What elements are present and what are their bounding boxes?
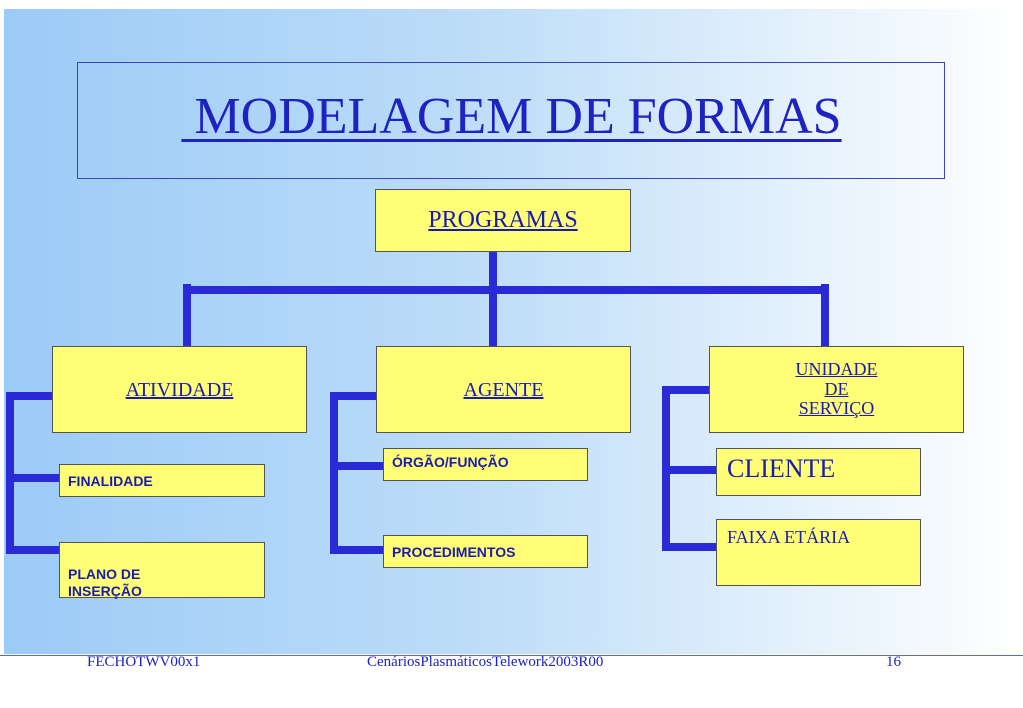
procedimentos-label: PROCEDIMENTOS	[392, 544, 516, 560]
finalidade-box: FINALIDADE	[59, 464, 265, 497]
footer-left: FECHOTWV00x1	[87, 654, 201, 670]
unidade-label-line-1: UNIDADE	[795, 358, 878, 379]
orgao-funcao-box: ÓRGÃO/FUNÇÃO	[383, 448, 588, 481]
title-frame	[77, 62, 945, 179]
connector-agente-children	[330, 392, 383, 554]
faixa-etaria-label: FAIXA ETÁRIA	[727, 527, 851, 547]
atividade-label: ATIVIDADE	[125, 378, 234, 401]
programas-box: PROGRAMAS	[375, 189, 631, 252]
unidade-de-servico-box: UNIDADE DE SERVIÇO	[709, 346, 964, 433]
footer-page-number: 16	[886, 654, 901, 670]
agente-box: AGENTE	[376, 346, 631, 433]
unidade-label-line-3: SERVIÇO	[798, 398, 875, 419]
slide-title: MODELAGEM DE FORMAS	[181, 88, 842, 145]
footer-rule	[0, 655, 1023, 656]
orgao-funcao-label: ÓRGÃO/FUNÇÃO	[392, 454, 509, 470]
connector-atividade-children	[6, 392, 59, 554]
atividade-box: ATIVIDADE	[52, 346, 307, 433]
agente-label: AGENTE	[463, 378, 544, 401]
plano-de-insercao-box: PLANO DE INSERÇÃO	[59, 542, 265, 600]
unidade-label-line-2: DE	[824, 378, 849, 399]
footer-center: CenáriosPlasmáticosTelework2003R00	[367, 654, 604, 670]
cliente-box: CLIENTE	[716, 448, 921, 496]
faixa-etaria-box: FAIXA ETÁRIA	[716, 519, 921, 586]
finalidade-label: FINALIDADE	[68, 473, 153, 489]
cliente-label: CLIENTE	[727, 454, 836, 483]
programas-label: PROGRAMAS	[428, 207, 578, 234]
procedimentos-box: PROCEDIMENTOS	[383, 535, 588, 568]
plano-de-insercao-label: PLANO DE INSERÇÃO	[68, 565, 142, 600]
